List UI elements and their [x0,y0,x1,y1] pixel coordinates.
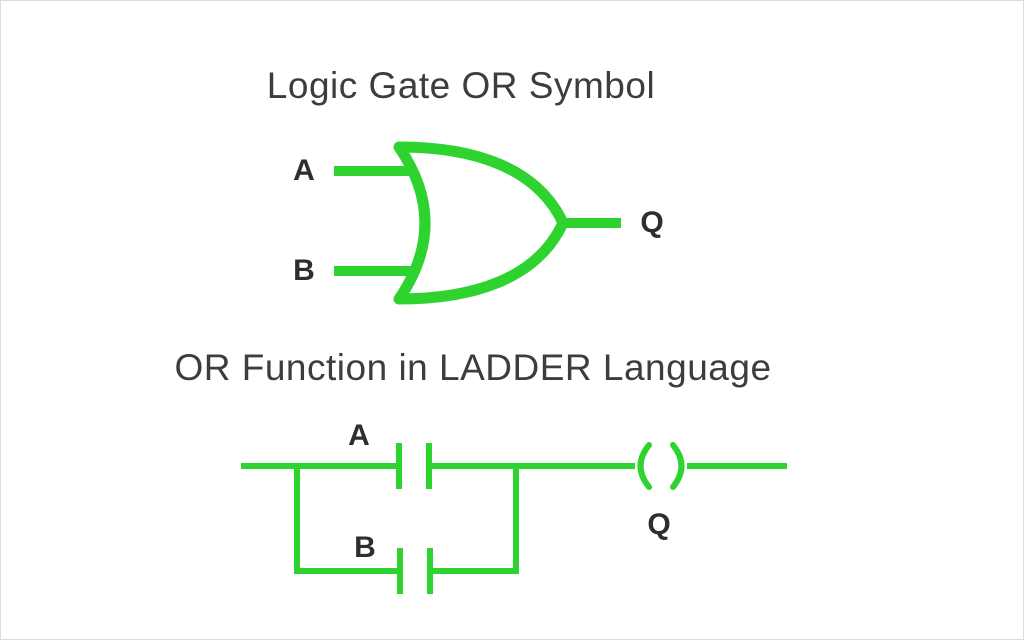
ladder-contact-b-label: B [354,531,376,564]
ladder-section-title: OR Function in LADDER Language [174,347,772,388]
coil-left-paren [637,442,652,490]
ladder-contact-a-label: A [348,419,370,452]
ladder-coil-label: Q [647,508,671,541]
or-gate-body [393,141,569,305]
coil-right-paren [670,442,685,490]
gate-output-label: Q [640,206,664,239]
gate-input-b-label: B [293,254,315,287]
ladder-rung [241,442,787,594]
gate-input-a-label: A [293,154,315,187]
gate-section-title: Logic Gate OR Symbol [266,65,656,106]
or-gate-symbol [334,141,621,305]
